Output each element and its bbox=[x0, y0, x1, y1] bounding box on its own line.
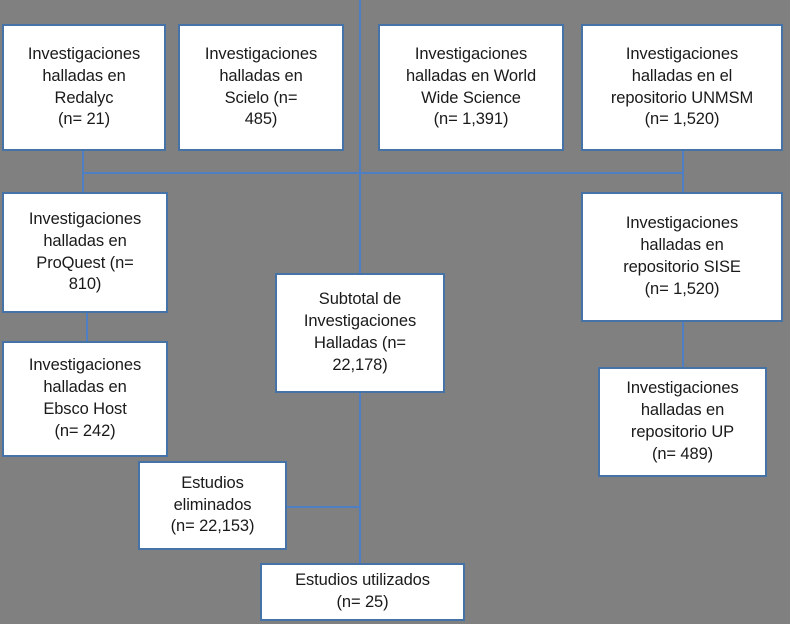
node-unmsm[interactable]: Investigaciones halladas en el repositor… bbox=[581, 24, 783, 151]
connector-sise-to-up bbox=[682, 322, 684, 368]
node-eliminados-label: Estudios eliminados (n= 22,153) bbox=[170, 473, 255, 536]
connector-subtotal-to-utilizados bbox=[359, 393, 361, 563]
connector-top-horizontal-bus bbox=[82, 172, 684, 174]
connector-proquest-to-ebsco bbox=[86, 312, 88, 342]
node-up-label: Investigaciones halladas en repositorio … bbox=[626, 379, 739, 463]
node-ebsco-host-label: Investigaciones halladas en Ebsco Host (… bbox=[28, 356, 142, 440]
node-eliminados[interactable]: Estudios eliminados (n= 22,153) bbox=[138, 461, 287, 550]
node-redalyc[interactable]: Investigaciones halladas en Redalyc (n= … bbox=[2, 24, 166, 151]
connector-bus-to-subtotal bbox=[359, 172, 361, 273]
connector-top-center-vertical bbox=[359, 0, 361, 172]
node-utilizados-label: Estudios utilizados (n= 25) bbox=[295, 571, 430, 611]
node-scielo[interactable]: Investigaciones halladas en Scielo (n= 4… bbox=[178, 24, 344, 151]
connector-bus-to-sise bbox=[682, 150, 684, 192]
connector-subtotal-to-eliminados bbox=[287, 506, 360, 508]
node-up[interactable]: Investigaciones halladas en repositorio … bbox=[598, 367, 767, 477]
node-world-wide-science-label: Investigaciones halladas en World Wide S… bbox=[405, 44, 537, 129]
node-unmsm-label: Investigaciones halladas en el repositor… bbox=[610, 44, 754, 129]
node-redalyc-label: Investigaciones halladas en Redalyc (n= … bbox=[27, 44, 141, 129]
node-ebsco-host[interactable]: Investigaciones halladas en Ebsco Host (… bbox=[2, 341, 168, 457]
node-sise-label: Investigaciones halladas en repositorio … bbox=[623, 214, 741, 298]
node-subtotal-label: Subtotal de Investigaciones Halladas (n=… bbox=[303, 290, 417, 374]
connector-bus-to-proquest bbox=[82, 150, 84, 192]
node-proquest-label: Investigaciones halladas en ProQuest (n=… bbox=[28, 209, 142, 294]
node-utilizados[interactable]: Estudios utilizados (n= 25) bbox=[260, 563, 465, 621]
node-world-wide-science[interactable]: Investigaciones halladas en World Wide S… bbox=[378, 24, 564, 151]
node-subtotal[interactable]: Subtotal de Investigaciones Halladas (n=… bbox=[275, 273, 445, 393]
node-scielo-label: Investigaciones halladas en Scielo (n= 4… bbox=[204, 44, 318, 129]
node-proquest[interactable]: Investigaciones halladas en ProQuest (n=… bbox=[2, 192, 168, 313]
node-sise[interactable]: Investigaciones halladas en repositorio … bbox=[581, 192, 783, 322]
